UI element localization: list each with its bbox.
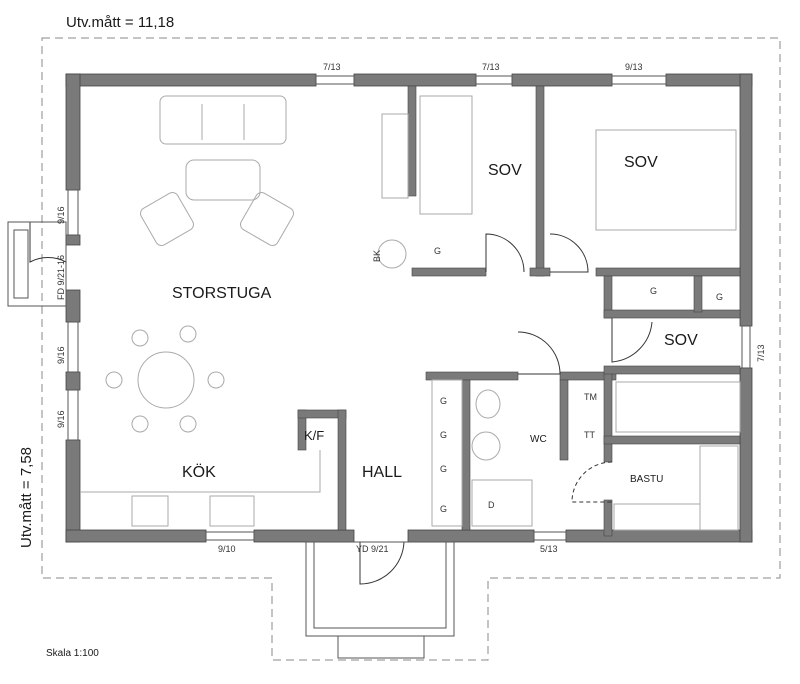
scale-label: Skala 1:100 (46, 648, 99, 659)
furniture (80, 95, 741, 531)
room-wc: WC (530, 434, 547, 445)
window-bottom-2-label: 5/13 (540, 544, 558, 554)
fixture-g-6: G (440, 464, 448, 474)
door-left-label: FD 9/21-16 (56, 254, 66, 300)
room-storstuga: STORSTUGA (172, 285, 272, 302)
outer-outline (41, 37, 781, 661)
room-sov-3: SOV (664, 332, 698, 349)
window-top-3-label: 9/13 (625, 62, 643, 72)
window-right-1-label: 7/13 (756, 344, 766, 362)
fixture-tt: TT (584, 430, 595, 440)
room-kf: K/F (304, 428, 325, 443)
room-hall: HALL (362, 464, 403, 481)
height-dimension-label: Utv.mått = 7,58 (18, 446, 35, 548)
door-bottom-label: YD 9/21 (356, 544, 389, 554)
fixture-g-4: G (440, 396, 448, 406)
room-bastu: BASTU (630, 474, 664, 485)
fixture-tm: TM (584, 392, 597, 402)
fixture-g-7: G (440, 504, 448, 514)
window-top-1-label: 7/13 (323, 62, 341, 72)
porch (7, 221, 455, 659)
windows (67, 75, 751, 541)
room-sov-2: SOV (624, 154, 658, 171)
interior-walls (297, 85, 741, 537)
fixture-g-2: G (650, 286, 658, 296)
window-left-1-label: 9/16 (56, 206, 66, 224)
room-kok: KÖK (182, 464, 216, 481)
width-dimension-label: Utv.mått = 11,18 (66, 14, 175, 31)
doors (29, 222, 653, 585)
fixture-d: D (488, 500, 495, 510)
fixture-bk: BK (372, 249, 382, 262)
window-left-2-label: 9/16 (56, 346, 66, 364)
window-bottom-1-label: 9/10 (218, 544, 236, 554)
fixture-g-3: G (716, 292, 724, 302)
fixture-g-1: G (434, 246, 442, 256)
exterior-walls (65, 73, 753, 543)
room-sov-1: SOV (488, 162, 522, 179)
window-top-2-label: 7/13 (482, 62, 500, 72)
fixture-g-5: G (440, 430, 448, 440)
window-left-3-label: 9/16 (56, 410, 66, 428)
